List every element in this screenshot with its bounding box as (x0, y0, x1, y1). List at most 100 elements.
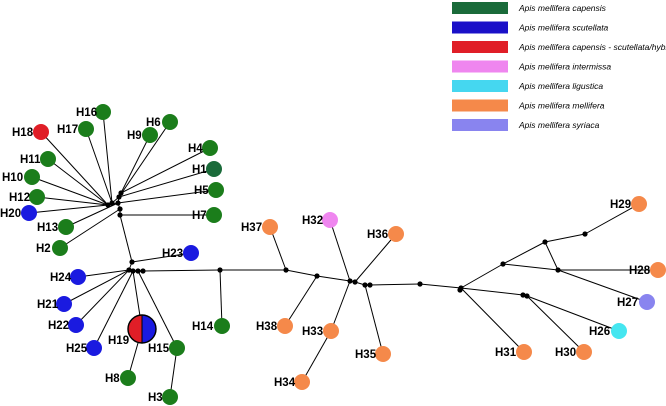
edge-h4-g (120, 147, 211, 194)
haplotype-h25: H25 (66, 340, 102, 356)
edge-q-h36 (354, 233, 397, 283)
haplotype-h15: H15 (148, 340, 185, 356)
legend-label-scutellata: Apis mellifera scutellata (518, 23, 609, 33)
haplotype-h4: H4 (188, 140, 218, 156)
haplotype-slice (142, 315, 156, 343)
haplotype-label: H3 (148, 392, 163, 404)
haplotype-label: H4 (188, 143, 203, 155)
haplotype-label: H15 (148, 343, 170, 355)
edge-k-m (142, 269, 221, 272)
legend-label-mellifera: Apis mellifera mellifera (518, 101, 605, 111)
edge-h23-l (131, 252, 192, 263)
haplotype-h16: H16 (76, 104, 111, 120)
haplotype-h17: H17 (57, 121, 94, 137)
haplotype-circle (639, 294, 655, 310)
edge-o-h38 (284, 275, 318, 327)
haplotype-label: H22 (48, 320, 69, 332)
haplotype-circle (631, 196, 647, 212)
edge-h6-a (118, 121, 171, 198)
haplotype-circle (56, 296, 72, 312)
haplotype-label: H32 (302, 215, 323, 227)
edge-h20-f (28, 204, 109, 214)
median-vector-node (109, 200, 115, 206)
haplotype-h28: H28 (629, 262, 666, 278)
haplotype-h18: H18 (12, 124, 49, 140)
edge-u-h31 (460, 287, 525, 353)
haplotype-circle (78, 121, 94, 137)
edge-v-w (502, 241, 546, 265)
edge-s-t (369, 283, 421, 286)
haplotype-h9: H9 (127, 127, 158, 143)
edge-u-z (460, 287, 524, 296)
haplotype-circle (142, 127, 158, 143)
haplotype-label: H33 (302, 326, 323, 338)
edge-h1-a (118, 168, 215, 198)
haplotype-circle (323, 323, 339, 339)
haplotype-h33: H33 (302, 323, 339, 339)
legend-label-ligustica: Apis mellifera ligustica (518, 81, 603, 91)
haplotype-label: H24 (50, 272, 72, 284)
haplotype-h38: H38 (256, 318, 293, 334)
haplotype-h30: H30 (555, 344, 592, 360)
haplotype-circle (375, 346, 391, 362)
haplotype-circle (294, 374, 310, 390)
edge-h11-f (47, 158, 109, 206)
haplotype-label: H7 (192, 210, 207, 222)
edge-h5-b (117, 189, 217, 204)
median-vector-node (117, 206, 123, 212)
haplotype-label: H35 (355, 349, 377, 361)
edge-t-u (419, 283, 462, 289)
edge-w-y (544, 241, 559, 271)
legend-swatch-hybrid (452, 41, 508, 53)
haplotype-h12: H12 (9, 189, 45, 205)
haplotype-h14: H14 (192, 318, 230, 334)
haplotype-h13: H13 (37, 219, 74, 235)
edge-h24-h (77, 269, 130, 278)
edge-h12-f (36, 196, 109, 206)
edge-h15-j (137, 270, 178, 349)
haplotype-label: H20 (0, 208, 21, 220)
haplotype-h37: H37 (241, 219, 278, 235)
edge-h18-f (40, 131, 109, 206)
haplotype-label: H9 (127, 130, 142, 142)
legend-swatch-intermissa (452, 60, 508, 73)
haplotype-label: H38 (256, 321, 278, 333)
haplotype-circle (214, 318, 230, 334)
haplotype-label: H10 (2, 172, 23, 184)
haplotype-label: H21 (37, 299, 59, 311)
median-vector-node (367, 282, 373, 288)
median-vector-node (117, 212, 123, 218)
haplotype-label: H1 (192, 164, 207, 176)
haplotype-label: H23 (162, 248, 183, 260)
haplotype-circle (576, 344, 592, 360)
haplotype-circle (262, 219, 278, 235)
haplotype-circle (68, 317, 84, 333)
edge-w-x (544, 233, 586, 243)
median-vector-node (500, 261, 506, 267)
haplotype-label: H31 (495, 347, 517, 359)
edge-p-h33 (330, 280, 351, 332)
edge-r-h35 (364, 284, 384, 355)
median-vector-node (217, 267, 223, 273)
haplotype-h10: H10 (2, 169, 40, 185)
haplotype-circle (29, 189, 45, 205)
haplotype-circle (277, 318, 293, 334)
haplotype-nodes: H1H2H3H4H5H6H7H8H9H10H11H12H13H14H15H16H… (0, 104, 666, 405)
median-vector-node (140, 268, 146, 274)
haplotype-h34: H34 (274, 374, 310, 390)
median-vector-node (116, 194, 122, 200)
edge-u-v (460, 263, 504, 289)
haplotype-h5: H5 (194, 182, 224, 198)
haplotype-label: H30 (555, 347, 576, 359)
haplotype-label: H17 (57, 124, 78, 136)
legend-swatch-ligustica (452, 80, 508, 92)
haplotype-circle (40, 151, 56, 167)
median-vector-node (118, 190, 124, 196)
haplotype-h2: H2 (36, 240, 68, 256)
haplotype-label: H6 (146, 117, 161, 129)
haplotype-circle (162, 389, 178, 405)
median-vector-node (130, 268, 136, 274)
haplotype-circle (21, 205, 37, 221)
